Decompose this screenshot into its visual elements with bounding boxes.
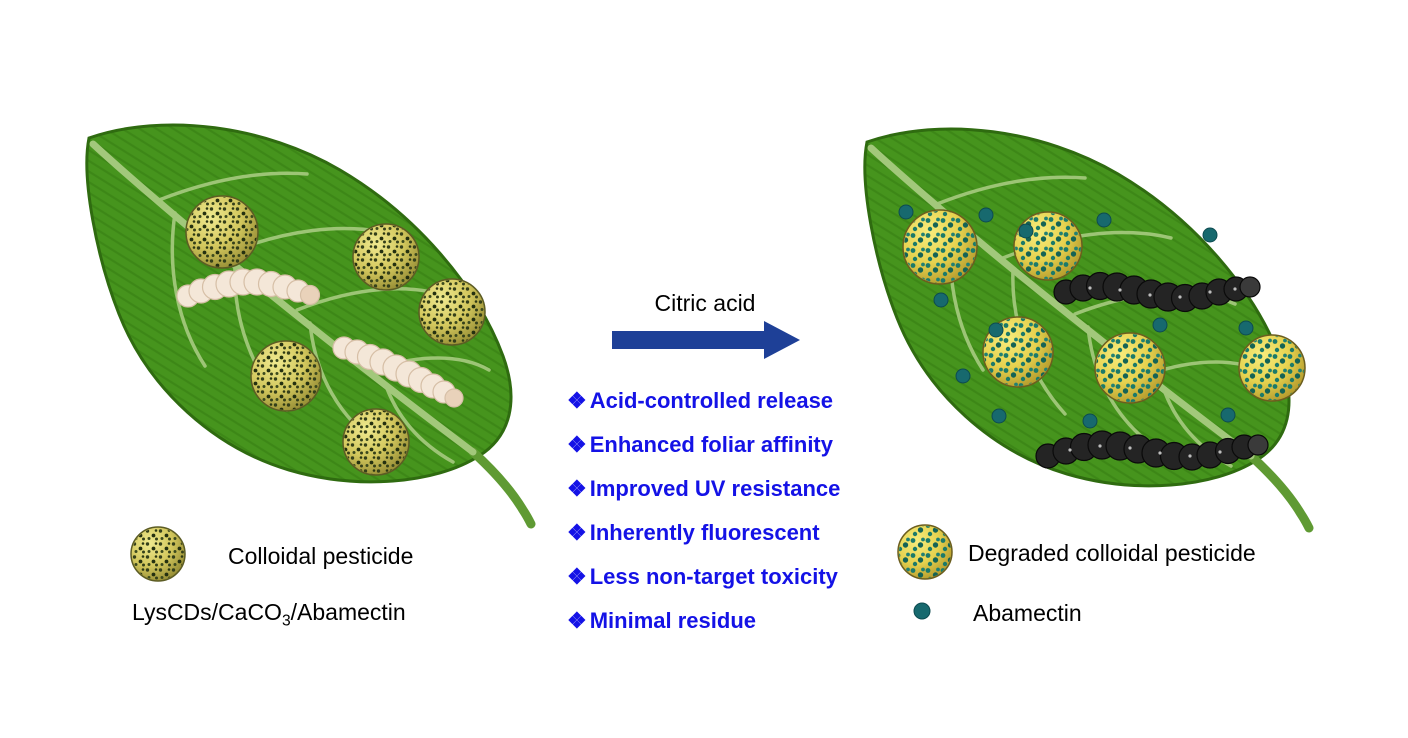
formula-prefix: LysCDs/CaCO <box>132 599 282 625</box>
benefit-item: ❖Less non-target toxicity <box>567 565 840 588</box>
degraded-sphere <box>1094 332 1166 404</box>
citric-acid-label: Citric acid <box>654 290 756 316</box>
diamond-bullet-icon: ❖ <box>567 476 587 501</box>
benefit-item: ❖Minimal residue <box>567 609 840 632</box>
abamectin-dot <box>1082 413 1098 429</box>
degraded-sphere <box>1238 334 1306 402</box>
abamectin-label: Abamectin <box>973 600 1082 626</box>
benefit-label: Inherently fluorescent <box>589 520 820 545</box>
colloidal-pesticide-label: Colloidal pesticide <box>228 543 414 569</box>
degraded-sphere-legend-icon <box>897 524 953 580</box>
benefit-label: Enhanced foliar affinity <box>589 432 833 457</box>
diamond-bullet-icon: ❖ <box>567 608 587 633</box>
live-caterpillar <box>176 268 321 308</box>
benefit-label: Acid-controlled release <box>589 388 834 413</box>
benefit-label: Minimal residue <box>589 608 757 633</box>
abamectin-dot <box>978 207 994 223</box>
benefit-item: ❖Improved UV resistance <box>567 477 840 500</box>
degraded-sphere-group <box>902 209 1306 404</box>
abamectin-dot <box>933 292 949 308</box>
abamectin-dot <box>1096 212 1112 228</box>
colloidal-sphere <box>185 195 259 269</box>
benefits-list: ❖Acid-controlled release ❖Enhanced folia… <box>567 389 840 632</box>
abamectin-dot <box>1152 317 1168 333</box>
colloidal-sphere <box>418 278 486 346</box>
abamectin-dot <box>898 204 914 220</box>
degraded-sphere <box>902 209 978 285</box>
colloidal-sphere <box>342 408 410 476</box>
colloidal-sphere <box>250 340 322 412</box>
colloidal-sphere-legend-icon <box>130 526 186 582</box>
abamectin-dot <box>988 322 1004 338</box>
dead-caterpillar <box>1035 430 1269 471</box>
benefit-item: ❖Enhanced foliar affinity <box>567 433 840 456</box>
live-caterpillar <box>332 336 464 408</box>
benefit-label: Improved UV resistance <box>589 476 841 501</box>
abamectin-dot <box>1220 407 1236 423</box>
diamond-bullet-icon: ❖ <box>567 520 587 545</box>
diamond-bullet-icon: ❖ <box>567 564 587 589</box>
abamectin-dot-group <box>898 204 1254 429</box>
dead-caterpillar <box>1053 271 1261 313</box>
formula-suffix: /Abamectin <box>290 599 406 625</box>
formula-label: LysCDs/CaCO3/Abamectin <box>132 599 406 635</box>
benefit-item: ❖Acid-controlled release <box>567 389 840 412</box>
abamectin-dot <box>1018 223 1034 239</box>
colloidal-sphere <box>352 223 420 291</box>
formula-subscript: 3 <box>281 612 291 630</box>
degraded-pesticide-label: Degraded colloidal pesticide <box>968 540 1256 566</box>
abamectin-dot <box>1238 320 1254 336</box>
abamectin-dot <box>1202 227 1218 243</box>
colloidal-sphere-group <box>185 195 486 476</box>
abamectin-dot <box>955 368 971 384</box>
benefit-item: ❖Inherently fluorescent <box>567 521 840 544</box>
arrow-icon <box>612 321 800 359</box>
benefit-label: Less non-target toxicity <box>589 564 838 589</box>
abamectin-dot <box>991 408 1007 424</box>
abamectin-legend-dot-icon <box>913 602 931 620</box>
diamond-bullet-icon: ❖ <box>567 432 587 457</box>
diamond-bullet-icon: ❖ <box>567 388 587 413</box>
